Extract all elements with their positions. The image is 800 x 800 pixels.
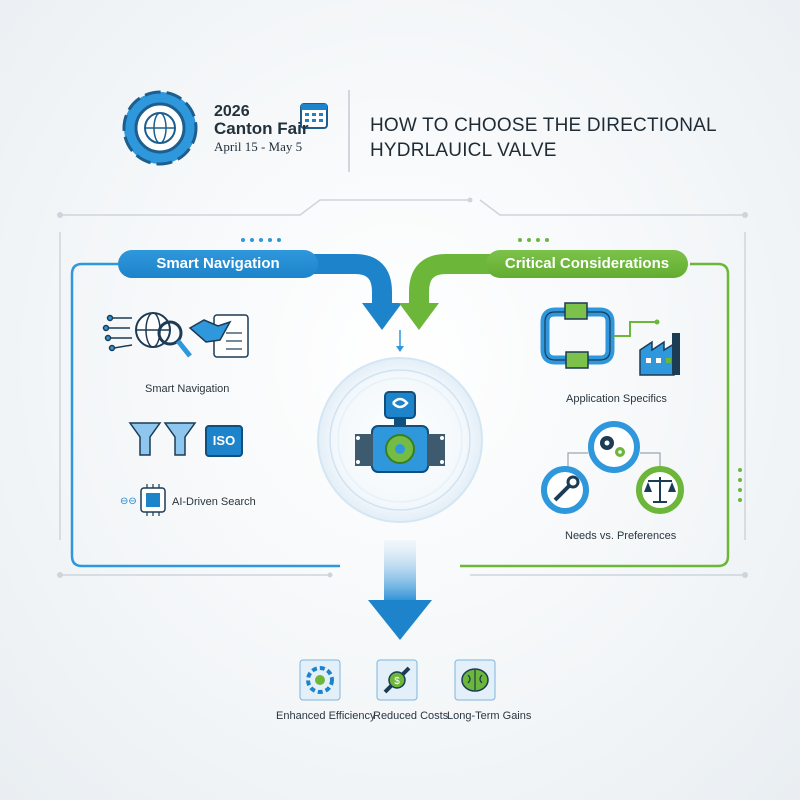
efficiency-gear-icon: [299, 659, 341, 701]
smart-navigation-banner: Smart Navigation: [118, 250, 318, 278]
reduced-costs-icon: $: [376, 659, 418, 701]
wrench-circle-icon: [541, 466, 589, 514]
factory-icon: [639, 333, 680, 376]
calendar-icon: [300, 103, 328, 129]
funnel-icons: [128, 422, 197, 456]
gears-circle-icon: [588, 421, 640, 473]
blue-flow-arrow: [300, 254, 392, 305]
event-name: Canton Fair: [214, 119, 309, 138]
pipeline-icon: [540, 302, 660, 369]
iso-badge: ISO: [205, 425, 243, 457]
smart-navigation-label: Smart Navigation: [145, 383, 230, 395]
network-search-icon: [102, 312, 192, 358]
dots-green: [518, 238, 742, 502]
ai-chip-icon: [140, 484, 166, 516]
long-term-gains-brain-icon: [454, 659, 496, 701]
handshake-document-icon: [188, 314, 249, 358]
event-dates: April 15 - May 5: [214, 139, 303, 154]
event-year: 2026: [214, 103, 250, 120]
outcome-label-long-term-gains: Long-Term Gains: [447, 710, 532, 722]
hydraulic-valve-icon: [355, 391, 445, 473]
needs-vs-preferences-label: Needs vs. Preferences: [565, 530, 677, 542]
down-arrow-head: [368, 600, 432, 640]
down-arrow-shaft: [384, 540, 416, 602]
right-panel-frame: [460, 262, 730, 568]
outcome-label-reduced-costs: Reduced Costs: [373, 710, 449, 722]
svg-text:$: $: [394, 676, 400, 687]
application-specifics-label: Application Specifics: [566, 393, 667, 405]
left-panel-frame: [70, 262, 340, 568]
outcome-label-enhanced-efficiency: Enhanced Efficiency: [276, 710, 376, 722]
balance-scale-circle-icon: [636, 466, 684, 514]
circuit-lines: [59, 199, 746, 576]
page-title-line1: HOW TO CHOOSE THE DIRECTIONAL: [370, 115, 717, 136]
dots-blue: [241, 238, 281, 242]
header-divider: [348, 90, 350, 172]
circuit-dots: [57, 197, 748, 578]
critical-considerations-banner: Critical Considerations: [486, 250, 688, 278]
page-title-line2: HYDRLAUICL VALVE: [370, 140, 557, 161]
ai-driven-search-label: AI-Driven Search: [172, 496, 256, 508]
gear-globe-icon: [122, 90, 198, 166]
green-flow-arrow: [409, 254, 500, 305]
ai-prefix-symbol: ⊖⊖: [120, 496, 137, 507]
